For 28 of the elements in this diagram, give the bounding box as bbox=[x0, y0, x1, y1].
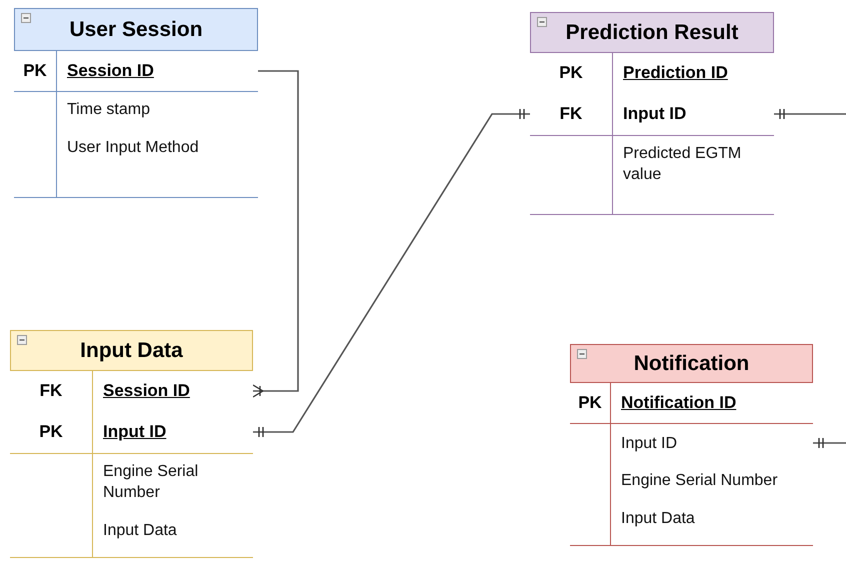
field-name: Session ID bbox=[103, 380, 190, 402]
relationship-line bbox=[774, 109, 846, 119]
relationship-line bbox=[252, 70, 299, 398]
entity-title: Input Data bbox=[80, 338, 183, 364]
attribute-name: User Input Method bbox=[67, 138, 199, 158]
key-label: FK bbox=[560, 103, 582, 126]
relationship-line bbox=[253, 109, 530, 437]
field-name: Prediction ID bbox=[623, 62, 728, 84]
attribute-name: Input ID bbox=[621, 434, 678, 454]
attribute-name: Predicted EGTM value bbox=[623, 144, 742, 185]
entity-title: Prediction Result bbox=[566, 20, 738, 46]
field-name: Session ID bbox=[67, 60, 154, 82]
field-name: Input ID bbox=[103, 421, 166, 444]
attribute-name: Input Data bbox=[621, 509, 696, 529]
attribute-name: Input Data bbox=[103, 521, 178, 541]
relationship-line bbox=[813, 438, 846, 448]
attribute-name: Time stamp bbox=[67, 100, 151, 120]
entity-title: Notification bbox=[634, 350, 750, 377]
entity-title: User Session bbox=[69, 16, 203, 43]
key-label: PK bbox=[559, 62, 583, 84]
key-label: FK bbox=[40, 380, 62, 402]
key-label: PK bbox=[23, 60, 47, 82]
key-label: PK bbox=[578, 392, 602, 414]
attribute-name: Engine Serial Number bbox=[621, 471, 778, 491]
field-name: Input ID bbox=[623, 103, 686, 126]
key-label: PK bbox=[39, 421, 63, 444]
field-name: Notification ID bbox=[621, 392, 736, 414]
attribute-name: Engine Serial Number bbox=[103, 462, 200, 503]
